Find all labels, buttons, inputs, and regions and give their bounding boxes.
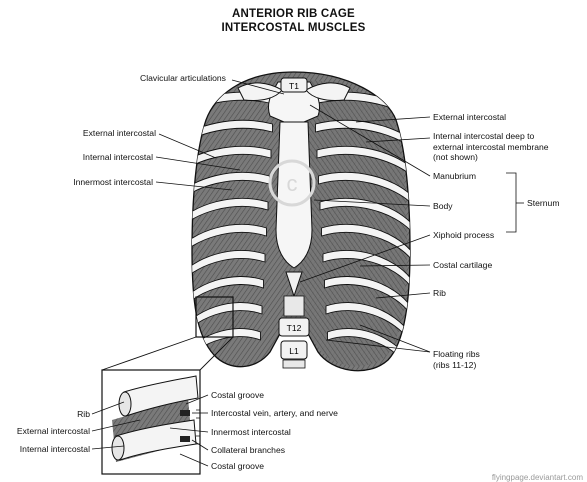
rib-band	[192, 119, 273, 149]
rib-band	[192, 224, 267, 262]
leader-lines	[91, 79, 524, 467]
vertebra-l1-label: L1	[289, 346, 299, 356]
copyright-watermark-icon	[268, 159, 316, 207]
vertebra-t12-label: T12	[287, 323, 302, 333]
inset-label-vessels: Intercostal vein, artery, and nerve	[211, 408, 338, 418]
rib-band	[192, 250, 266, 290]
inset-label-internal-intercostal: Internal intercostal	[19, 444, 90, 454]
inset-label-rib: Rib	[77, 409, 90, 419]
diagram-title-line1: ANTERIOR RIB CAGE	[232, 8, 355, 20]
rib-band	[315, 119, 410, 149]
label-external-intercostal-left: External intercostal	[82, 128, 156, 138]
label-innermost-intercostal-left: Innermost intercostal	[73, 177, 153, 187]
sternum-bone	[267, 81, 321, 298]
clavicles	[237, 82, 351, 101]
inset-label-external-intercostal: External intercostal	[16, 426, 90, 436]
rib-band	[321, 224, 410, 262]
rib-band	[192, 197, 269, 234]
diagram-title-line2: INTERCOSTAL MUSCLES	[221, 22, 366, 34]
label-floating-ribs-note: (ribs 11-12)	[433, 360, 477, 370]
rib-band	[192, 171, 270, 206]
inset-label-costal-groove-bottom: Costal groove	[211, 461, 265, 471]
rib-band	[192, 145, 272, 178]
rib-band	[319, 197, 410, 234]
watermark-text: flyingpage.deviantart.com	[491, 473, 583, 482]
vertebra-l1: L1	[280, 340, 308, 360]
label-external-intercostal-right: External intercostal	[433, 112, 507, 122]
spine-column	[282, 295, 306, 369]
zoom-connector-right	[199, 336, 234, 371]
zoom-connector-left	[101, 336, 197, 371]
inset-label-collateral-branches: Collateral branches	[211, 445, 286, 455]
rib-band	[325, 302, 410, 346]
vertebra-t1-label: T1	[289, 81, 299, 91]
rib-band	[318, 171, 410, 206]
zoom-region-box	[195, 296, 234, 338]
label-clavicular-articulations: Clavicular articulations	[140, 73, 226, 83]
label-xiphoid-process: Xiphoid process	[433, 230, 495, 240]
label-costal-cartilage: Costal cartilage	[433, 260, 493, 270]
label-sternum-body: Body	[433, 201, 453, 211]
inset-label-innermost-intercostal: Innermost intercostal	[211, 427, 291, 437]
vertebra-t1: T1	[280, 77, 308, 93]
label-internal-intercostal-deep: Internal intercostal deep to external in…	[433, 131, 549, 162]
vertebra-t12: T12	[278, 317, 310, 337]
inset-label-costal-groove-top: Costal groove	[211, 390, 265, 400]
copyright-watermark-glyph: c	[287, 171, 298, 196]
inset-detail	[101, 369, 201, 475]
label-rib: Rib	[433, 288, 446, 298]
label-floating-ribs: Floating ribs	[433, 349, 480, 359]
label-sternum: Sternum	[527, 198, 560, 208]
inset-brackets	[196, 409, 201, 445]
label-manubrium: Manubrium	[433, 171, 476, 181]
label-internal-intercostal-left: Internal intercostal	[82, 152, 153, 162]
rib-band	[316, 145, 410, 178]
